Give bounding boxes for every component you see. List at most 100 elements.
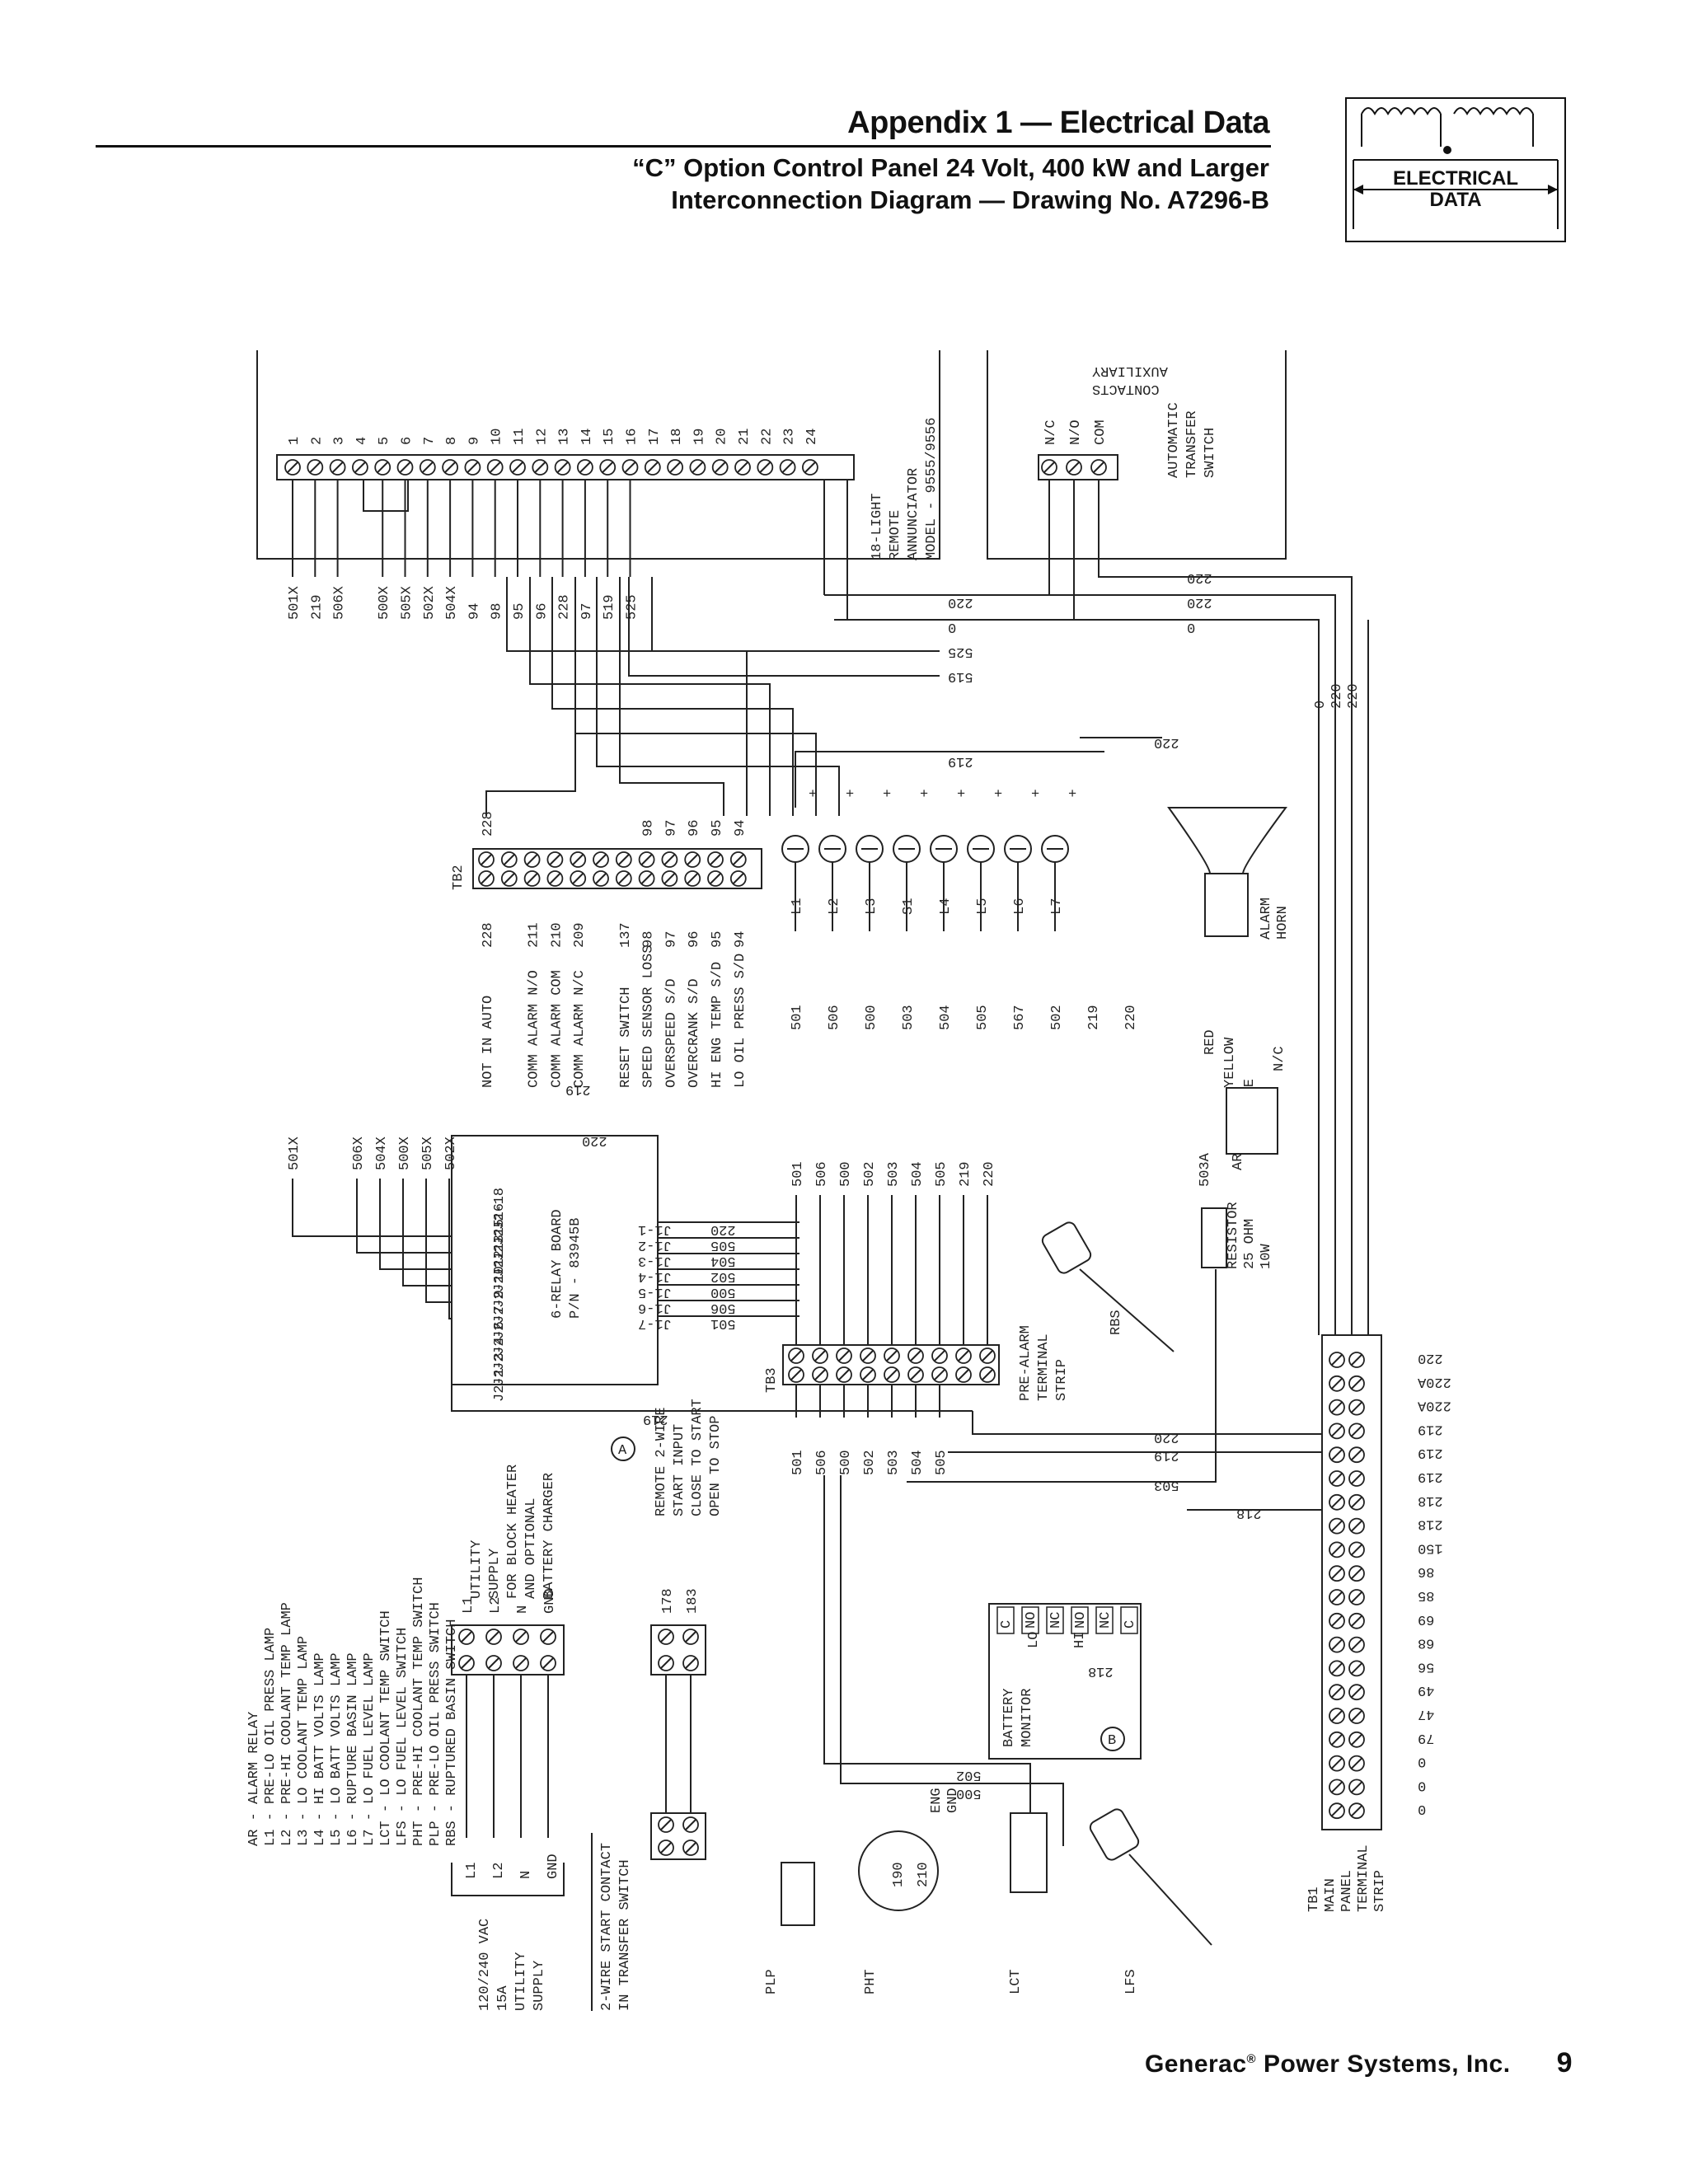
eng-gnd-label: GND	[945, 1788, 961, 1813]
utility-block-title: BATTERY CHARGER	[542, 1473, 557, 1599]
screw-slot	[1351, 1473, 1362, 1484]
screw-slot	[886, 1350, 898, 1361]
screw-slot	[790, 1369, 802, 1380]
tb1-terminal-label: 218	[1418, 1493, 1443, 1508]
wire-label: 519	[948, 668, 973, 684]
screw-slot	[814, 1369, 826, 1380]
wire-label: 502	[956, 1767, 982, 1783]
screw-slot	[287, 462, 298, 473]
screw-slot	[1043, 462, 1055, 473]
relay-j1-wire-label: 500	[710, 1284, 736, 1300]
tb2-terminal-number: 96	[687, 931, 702, 948]
annunciator-title: 18-LIGHT	[870, 493, 885, 560]
wire-220	[834, 480, 1050, 596]
lamp-wire-label: 567	[1012, 1005, 1028, 1030]
utility-block-title: SUPPLY	[487, 1549, 503, 1599]
screw-slot	[1331, 1591, 1343, 1603]
lamp-wire-label: 506	[827, 1005, 842, 1030]
screw-slot	[504, 854, 515, 865]
tb1-title: STRIP	[1372, 1870, 1388, 1912]
annunciator-terminal-number: 21	[737, 429, 753, 445]
screw-slot	[685, 1819, 696, 1830]
relay-left-wire-label: 504X	[374, 1137, 390, 1170]
tb1-title: TERMINAL	[1356, 1844, 1372, 1912]
relay-left-wire-label: 502X	[443, 1137, 459, 1170]
legend-entry: PHT - PRE-HI COOLANT TEMP SWITCH	[411, 1577, 427, 1846]
subtitle-line-1: “C” Option Control Panel 24 Volt, 400 kW…	[632, 153, 1269, 182]
remote-start-title: CLOSE TO START	[690, 1399, 706, 1516]
tb1-terminal-label: 220	[1418, 1350, 1443, 1366]
pht-sensor-icon	[858, 1830, 939, 1911]
wire-label: 220	[1346, 683, 1362, 709]
legend-entry: RBS - RUPTURED BASIN SWITCH	[444, 1619, 460, 1846]
screw-slot	[934, 1350, 945, 1361]
tb1-terminal-strip	[1321, 1334, 1382, 1830]
tb2-function-label: OVERSPEED S/D	[663, 978, 679, 1088]
wire-label: 220	[1187, 569, 1212, 585]
relay-j2-label: J2-3	[492, 1352, 508, 1386]
battery-monitor-title: MONITOR	[1020, 1689, 1035, 1747]
tb1-terminal-label: 86	[1418, 1563, 1434, 1579]
screw-slot	[461, 1631, 472, 1643]
horn-wire-label: RED	[1203, 1029, 1218, 1055]
relay-left-wire-label: 500X	[397, 1137, 413, 1170]
screw-slot	[910, 1350, 921, 1361]
screw-slot	[526, 854, 538, 865]
page-title: Appendix 1 — Electrical Data	[847, 105, 1269, 140]
screw-slot	[685, 1657, 696, 1669]
annunciator-wire-label: 500X	[377, 586, 392, 620]
tb2-function-label: COMM ALARM N/O	[527, 970, 542, 1088]
annunciator-terminal-number: 23	[782, 429, 798, 445]
screw-slot	[481, 854, 492, 865]
tb3-bottom-wire-label: 506	[814, 1450, 830, 1475]
lamp-label: L3	[864, 898, 879, 915]
wire-label: 220	[948, 594, 973, 610]
relay-j1-wire-label: 506	[710, 1300, 736, 1315]
registered-mark: ®	[1246, 2052, 1257, 2066]
relay-left-wire-label: 506X	[351, 1137, 367, 1170]
tb1-terminal-label: 220A	[1417, 1398, 1451, 1413]
relay-j2-label: J2-13	[492, 1235, 508, 1277]
screw-slot	[618, 873, 630, 884]
screw-slot	[595, 873, 607, 884]
transfer-contact-title: IN TRANSFER SWITCH	[617, 1859, 633, 2011]
battery-monitor-terminal	[1071, 1606, 1089, 1634]
utility-supply-title: 120/240 VAC	[477, 1919, 493, 2011]
page-subtitle: “C” Option Control Panel 24 Volt, 400 kW…	[632, 152, 1269, 216]
relay-j2-label: J2-16	[492, 1203, 508, 1245]
relay-left-wire	[292, 1179, 452, 1237]
utility-block-title: FOR BLOCK HEATER	[505, 1465, 521, 1599]
wire-228	[485, 577, 576, 816]
remote-start-circle-icon	[611, 1436, 635, 1461]
screw-slot	[489, 462, 501, 473]
tb3-title: STRIP	[1054, 1359, 1070, 1401]
utility-block-title: AND OPTIONAL	[523, 1498, 539, 1599]
transfer-switch-panel	[987, 350, 1287, 560]
screw-slot	[515, 1657, 527, 1669]
screw-slot	[660, 1842, 672, 1854]
legend-entry: L7 - LO FUEL LEVEL LAMP	[362, 1652, 377, 1846]
battery-monitor-terminal-label: NC	[1098, 1612, 1114, 1629]
screw-slot	[669, 462, 681, 473]
relay-j1-label: J1-4	[638, 1268, 672, 1284]
lamp-label: L2	[827, 898, 842, 915]
wire-label: 219	[565, 1081, 591, 1097]
wire-220	[972, 1411, 1322, 1435]
screw-slot	[958, 1350, 969, 1361]
tb2-terminal-number: 209	[572, 922, 588, 948]
battery-monitor-terminal	[1120, 1606, 1138, 1634]
lamp-wire-label: 505	[975, 1005, 991, 1030]
remote-start-title: START INPUT	[672, 1424, 687, 1516]
screw-slot	[618, 854, 630, 865]
transfer-switch-terminal-label: COM	[1093, 419, 1109, 445]
screw-slot	[1331, 1757, 1343, 1769]
tb2-terminal-number: 137	[618, 922, 634, 948]
wire-label: 503	[1154, 1477, 1179, 1493]
tb2-function-label: LO OIL PRESS S/D	[733, 954, 748, 1088]
resistor-label: 10W	[1259, 1244, 1274, 1269]
tb1-terminal-label: 69	[1418, 1611, 1434, 1627]
screw-slot	[862, 1350, 874, 1361]
relay-j2-label: J2-4	[492, 1337, 508, 1371]
screw-slot	[1331, 1401, 1343, 1413]
screw-slot	[542, 1631, 554, 1643]
